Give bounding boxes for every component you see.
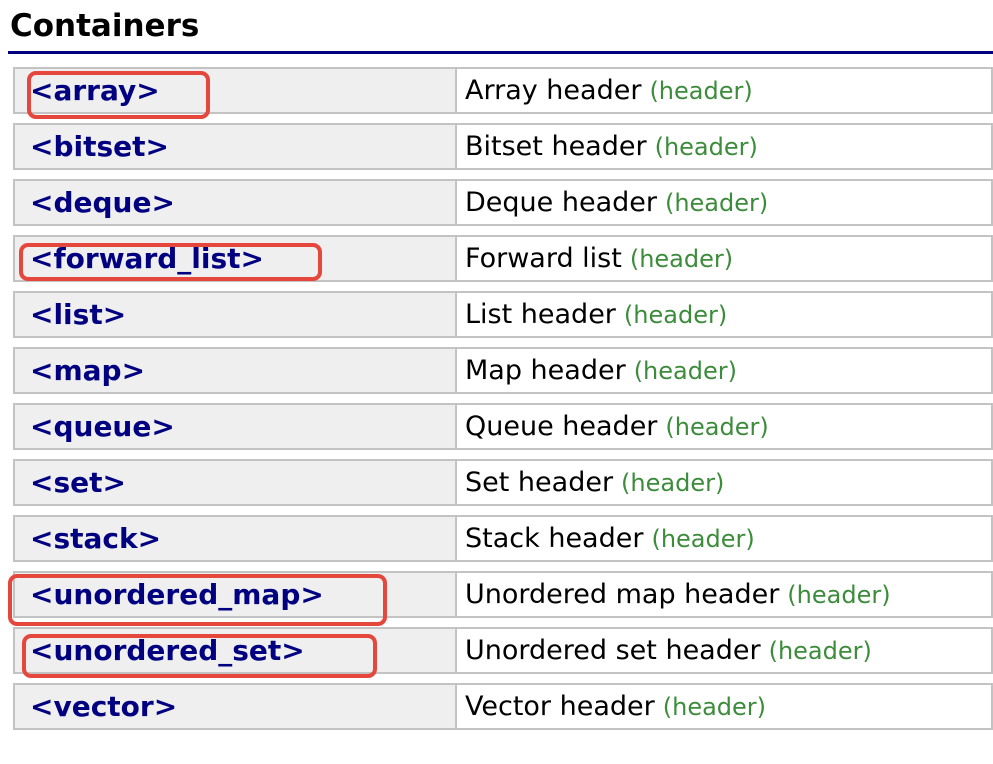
header-description: Unordered set header <box>465 635 761 667</box>
header-description: Forward list <box>465 243 622 275</box>
description-cell: Forward list (header) <box>457 237 991 281</box>
description-cell: Set header (header) <box>457 461 991 505</box>
header-cell: <array> <box>15 69 457 120</box>
description-cell: Queue header (header) <box>457 405 991 449</box>
header-tag: (header) <box>629 244 734 273</box>
table-row-forward-list: <forward_list> Forward list (header) <box>13 235 993 283</box>
header-link-stack[interactable]: <stack> <box>30 522 162 556</box>
description-cell: Unordered map header (header) <box>457 573 991 617</box>
header-tag: (header) <box>662 692 767 721</box>
description-cell: Vector header (header) <box>457 685 991 729</box>
header-cell: <stack> <box>15 517 457 561</box>
description-cell: List header (header) <box>457 293 991 337</box>
header-description: Unordered map header <box>465 579 780 611</box>
header-link-queue[interactable]: <queue> <box>30 410 175 444</box>
description-cell: Unordered set header (header) <box>457 629 991 673</box>
header-link-deque[interactable]: <deque> <box>30 186 175 220</box>
table-row-map: <map> Map header (header) <box>13 347 993 395</box>
page-title: Containers <box>10 8 200 44</box>
header-link-array[interactable]: <array> <box>30 74 160 108</box>
header-cell: <bitset> <box>15 125 457 169</box>
header-cell: <set> <box>15 461 457 505</box>
description-cell: Bitset header (header) <box>457 125 991 169</box>
description-cell: Deque header (header) <box>457 181 991 225</box>
header-description: Set header <box>465 467 614 499</box>
header-cell: <unordered_set> <box>15 629 457 679</box>
header-description: Bitset header <box>465 131 647 163</box>
header-description: Stack header <box>465 523 644 555</box>
header-cell: <vector> <box>15 685 457 729</box>
header-cell: <map> <box>15 349 457 393</box>
header-cell: <queue> <box>15 405 457 449</box>
table-row-stack: <stack> Stack header (header) <box>13 515 993 563</box>
table-row-unordered-map: <unordered_map> Unordered map header (he… <box>8 571 993 627</box>
header-link-unordered-map[interactable]: <unordered_map> <box>30 578 324 612</box>
header-cell: <forward_list> <box>15 237 457 282</box>
header-tag: (header) <box>649 76 753 105</box>
header-description: Array header <box>465 75 642 107</box>
header-cell: <unordered_map> <box>8 573 457 627</box>
table-row-vector: <vector> Vector header (header) <box>13 683 993 731</box>
header-tag: (header) <box>633 356 737 385</box>
table-row-array: <array> Array header (header) <box>13 67 993 120</box>
header-tag: (header) <box>621 468 725 497</box>
table-row-set: <set> Set header (header) <box>13 459 993 507</box>
header-tag: (header) <box>664 188 769 217</box>
header-tag: (header) <box>654 132 758 161</box>
description-cell: Map header (header) <box>457 349 991 393</box>
header-description: Queue header <box>465 411 658 443</box>
header-tag: (header) <box>651 524 755 553</box>
table-row-list: <list> List header (header) <box>13 291 993 339</box>
table-row-unordered-set: <unordered_set> Unordered set header (he… <box>13 627 993 679</box>
header-link-set[interactable]: <set> <box>30 466 126 500</box>
header-link-map[interactable]: <map> <box>30 354 146 388</box>
header-description: Map header <box>465 355 626 387</box>
header-tag: (header) <box>623 300 728 329</box>
containers-table: <array> Array header (header) <bitset> B… <box>8 67 993 731</box>
table-row-deque: <deque> Deque header (header) <box>13 179 993 227</box>
header-description: List header <box>465 299 616 331</box>
header-link-list[interactable]: <list> <box>30 298 127 332</box>
header-tag: (header) <box>768 636 872 665</box>
header-link-bitset[interactable]: <bitset> <box>30 130 169 164</box>
header-tag: (header) <box>787 580 891 609</box>
header-cell: <deque> <box>15 181 457 225</box>
header-link-unordered-set[interactable]: <unordered_set> <box>30 634 305 668</box>
table-row-bitset: <bitset> Bitset header (header) <box>13 123 993 171</box>
header-tag: (header) <box>665 412 769 441</box>
description-cell: Array header (header) <box>457 69 991 113</box>
table-row-queue: <queue> Queue header (header) <box>13 403 993 451</box>
header-description: Vector header <box>465 691 655 723</box>
header-description: Deque header <box>465 187 657 219</box>
description-cell: Stack header (header) <box>457 517 991 561</box>
title-underline <box>8 51 993 55</box>
header-cell: <list> <box>15 293 457 337</box>
header-link-vector[interactable]: <vector> <box>30 690 178 724</box>
header-link-forward-list[interactable]: <forward_list> <box>30 242 265 276</box>
